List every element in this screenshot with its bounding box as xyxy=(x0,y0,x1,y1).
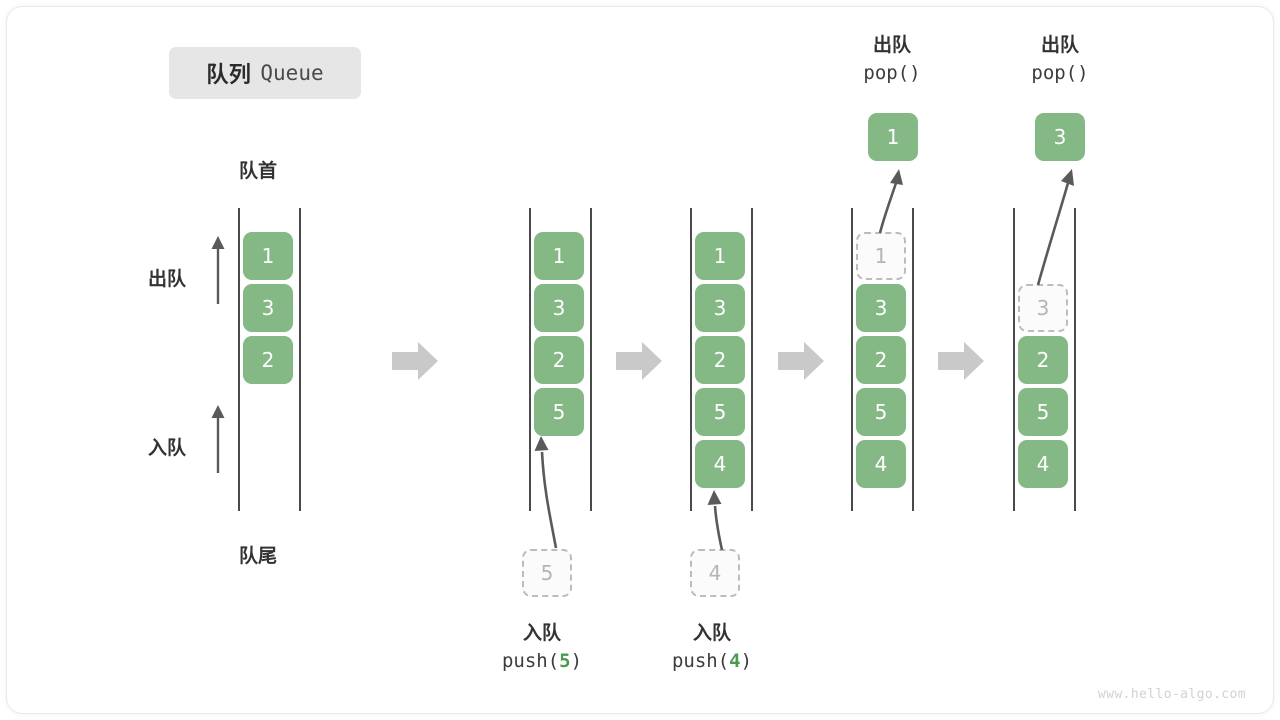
queue-cell: 4 xyxy=(1018,440,1068,488)
queue-cell: 2 xyxy=(534,336,584,384)
popped-value-cell: 1 xyxy=(868,113,918,161)
queue-rail-right-col4 xyxy=(912,208,914,511)
queue-rail-right-col3 xyxy=(751,208,753,511)
push-motion-arrow-icon xyxy=(534,436,558,549)
queue-cell: 5 xyxy=(695,388,745,436)
queue-cell: 4 xyxy=(856,440,906,488)
title-en: Queue xyxy=(260,61,324,85)
queue-cell: 3 xyxy=(856,284,906,332)
pop-operation-label-2: 出队 pop() xyxy=(980,32,1140,87)
pop-motion-arrow-icon xyxy=(878,169,903,234)
title-cn: 队列 xyxy=(206,63,252,88)
push-ghost-cell: 5 xyxy=(522,549,572,597)
label-queue-rear: 队尾 xyxy=(239,545,278,567)
queue-rail-left-col5 xyxy=(1013,208,1015,511)
pop-operation-label-1: 出队 pop() xyxy=(812,32,972,87)
pop-ghost-cell: 1 xyxy=(856,232,906,280)
queue-cell: 3 xyxy=(534,284,584,332)
popped-value-cell: 3 xyxy=(1035,113,1085,161)
queue-rail-right-col5 xyxy=(1074,208,1076,511)
queue-rail-left-col3 xyxy=(690,208,692,511)
queue-cell: 1 xyxy=(695,232,745,280)
queue-rail-left-col2 xyxy=(529,208,531,511)
queue-cell: 3 xyxy=(695,284,745,332)
queue-cell: 3 xyxy=(243,284,293,332)
push-label-cn: 入队 xyxy=(692,622,731,644)
step-transition-arrow-icon xyxy=(616,342,662,380)
label-enqueue: 入队 xyxy=(148,437,187,459)
step-transition-arrow-icon xyxy=(938,342,984,380)
label-queue-front: 队首 xyxy=(239,160,278,182)
step-transition-arrow-icon xyxy=(778,342,824,380)
label-dequeue: 出队 xyxy=(148,268,187,290)
pop-label-code: pop() xyxy=(1031,61,1089,84)
queue-cell: 1 xyxy=(243,232,293,280)
diagram-title-badge: 队列 Queue xyxy=(169,47,361,99)
queue-cell: 2 xyxy=(243,336,293,384)
queue-cell: 5 xyxy=(534,388,584,436)
pop-label-cn: 出队 xyxy=(1040,34,1079,56)
push-label-cn: 入队 xyxy=(522,622,561,644)
queue-rail-left-col1 xyxy=(238,208,240,511)
pop-label-code: pop() xyxy=(863,61,921,84)
push-ghost-cell: 4 xyxy=(690,549,740,597)
pop-label-cn: 出队 xyxy=(872,34,911,56)
push-label-code: push(5) xyxy=(501,649,583,672)
queue-rail-right-col2 xyxy=(590,208,592,511)
queue-cell: 5 xyxy=(1018,388,1068,436)
enqueue-direction-arrow-icon xyxy=(211,405,225,473)
queue-cell: 2 xyxy=(695,336,745,384)
step-transition-arrow-icon xyxy=(392,342,438,380)
queue-cell: 1 xyxy=(534,232,584,280)
push-operation-label-2: 入队 push(4) xyxy=(632,620,792,675)
push-motion-arrow-icon xyxy=(707,490,724,551)
queue-cell: 5 xyxy=(856,388,906,436)
push-label-code: push(4) xyxy=(671,649,753,672)
pop-motion-arrow-icon xyxy=(1036,169,1074,286)
dequeue-direction-arrow-icon xyxy=(211,236,225,304)
queue-rail-left-col4 xyxy=(851,208,853,511)
queue-cell: 2 xyxy=(856,336,906,384)
queue-cell: 4 xyxy=(695,440,745,488)
push-operation-label-1: 入队 push(5) xyxy=(462,620,622,675)
queue-rail-right-col1 xyxy=(299,208,301,511)
pop-ghost-cell: 3 xyxy=(1018,284,1068,332)
queue-cell: 2 xyxy=(1018,336,1068,384)
site-watermark: www.hello-algo.com xyxy=(1097,687,1246,702)
